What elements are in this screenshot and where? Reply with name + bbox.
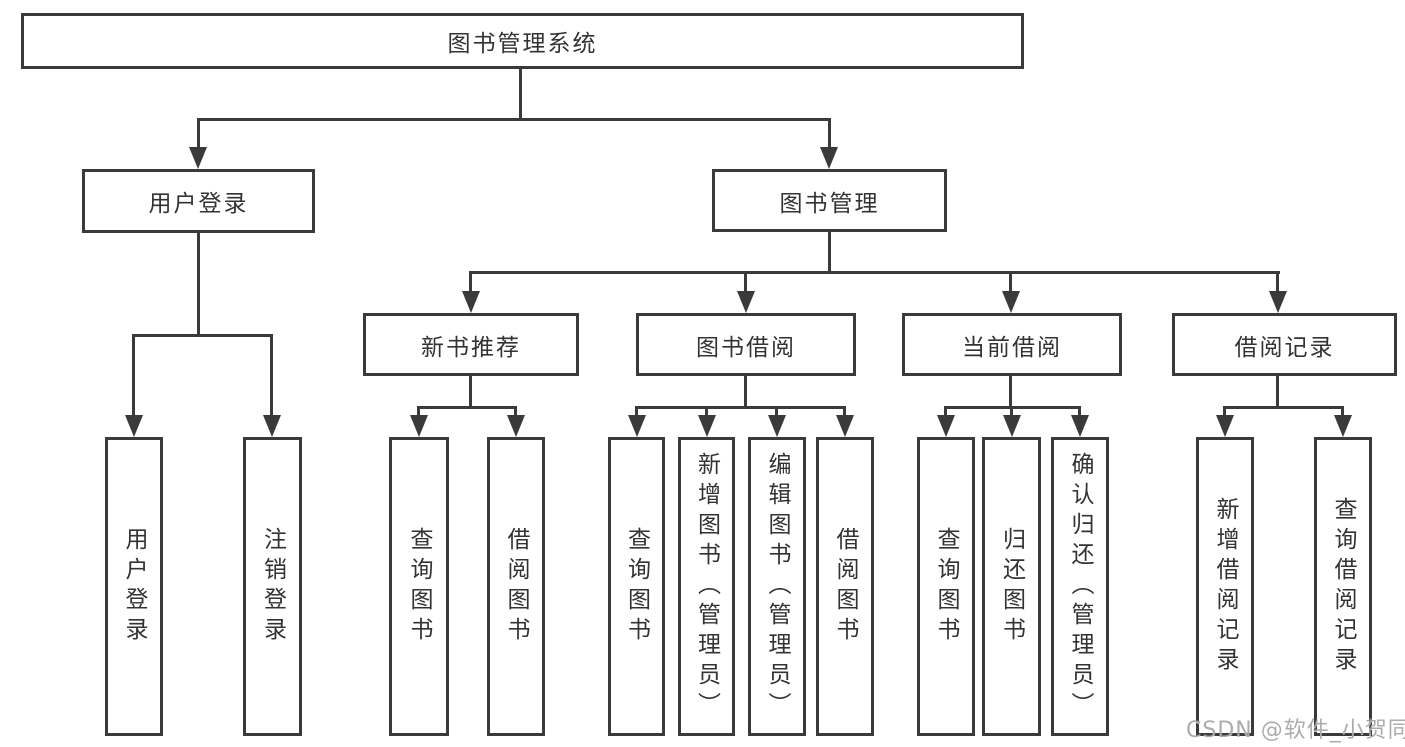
arrow-down-icon — [1269, 291, 1287, 313]
node-root-label: 图书管理系统 — [447, 31, 598, 57]
arrow-down-icon — [937, 415, 955, 437]
connector-line — [828, 231, 831, 274]
leaf-return-book: 归还图书 — [982, 437, 1041, 736]
node-book-management: 图书管理 — [712, 169, 947, 232]
leaf-label: 用户登录 — [121, 526, 147, 647]
arrow-down-icon — [836, 415, 854, 437]
node-new-book-recommend: 新书推荐 — [363, 313, 579, 376]
connector-line — [635, 406, 638, 418]
arrow-down-icon — [1002, 291, 1020, 313]
leaf-label: 新增借阅记录 — [1212, 496, 1238, 677]
leaf-label: 归还图书 — [998, 526, 1025, 647]
connector-line — [519, 68, 522, 120]
connector-line — [270, 334, 273, 417]
node-borrow-record-label: 借阅记录 — [1234, 334, 1335, 361]
arrow-down-icon — [1071, 415, 1089, 437]
connector-line — [744, 271, 747, 293]
connector-line — [1341, 406, 1344, 418]
node-book-management-label: 图书管理 — [779, 190, 880, 217]
node-book-borrow: 图书借阅 — [636, 313, 856, 376]
leaf-label: 确认归还（管理员） — [1067, 451, 1093, 722]
arrow-down-icon — [628, 415, 646, 437]
connector-line — [417, 406, 517, 409]
connector-line — [469, 271, 472, 293]
connector-line — [514, 406, 517, 418]
connector-line — [197, 118, 831, 121]
arrow-down-icon — [1334, 415, 1352, 437]
connector-line — [744, 375, 747, 409]
connector-line — [1223, 406, 1344, 409]
leaf-label: 借阅图书 — [832, 526, 858, 647]
leaf-label: 借阅图书 — [503, 526, 529, 647]
leaf-query-book-recommend: 查询图书 — [389, 437, 449, 736]
leaf-add-borrow-record: 新增借阅记录 — [1196, 437, 1254, 736]
csdn-watermark: CSDN @软件_小贺同学 — [1186, 718, 1405, 743]
node-root-system: 图书管理系统 — [21, 13, 1024, 69]
node-user-login: 用户登录 — [82, 169, 315, 233]
arrow-down-icon — [125, 415, 143, 437]
connector-line — [843, 406, 846, 418]
connector-line — [828, 118, 831, 149]
leaf-label: 新增图书（管理员） — [693, 451, 720, 722]
connector-line — [1078, 406, 1081, 418]
node-user-login-label: 用户登录 — [148, 191, 249, 217]
arrow-down-icon — [768, 415, 786, 437]
connector-line — [944, 406, 947, 418]
leaf-confirm-return-admin: 确认归还（管理员） — [1051, 437, 1109, 736]
leaf-label: 查询借阅记录 — [1330, 496, 1356, 677]
leaf-user-login: 用户登录 — [105, 437, 163, 736]
connector-line — [469, 271, 1280, 274]
connector-line — [1276, 375, 1279, 409]
connector-line — [417, 406, 420, 418]
connector-line — [1010, 406, 1013, 418]
connector-line — [469, 375, 472, 409]
leaf-logout: 注销登录 — [243, 437, 302, 736]
arrow-down-icon — [1216, 415, 1234, 437]
arrow-down-icon — [189, 147, 207, 169]
connector-line — [775, 406, 778, 418]
connector-line — [1276, 271, 1279, 293]
arrow-down-icon — [507, 415, 525, 437]
leaf-borrow-book: 借阅图书 — [816, 437, 874, 736]
node-current-borrow: 当前借阅 — [902, 313, 1122, 376]
arrow-down-icon — [737, 291, 755, 313]
connector-line — [1009, 375, 1012, 409]
arrow-down-icon — [820, 147, 838, 169]
node-current-borrow-label: 当前借阅 — [962, 334, 1062, 361]
node-borrow-record: 借阅记录 — [1172, 313, 1397, 376]
connector-line — [1009, 271, 1012, 293]
connector-line — [1223, 406, 1226, 418]
connector-line — [197, 118, 200, 149]
leaf-query-borrow-record: 查询借阅记录 — [1314, 437, 1372, 736]
leaf-query-current-borrow: 查询图书 — [917, 437, 975, 736]
leaf-query-book-borrow: 查询图书 — [608, 437, 665, 736]
leaf-label: 编辑图书（管理员） — [764, 451, 790, 722]
leaf-label: 查询图书 — [933, 526, 959, 647]
leaf-label: 注销登录 — [259, 526, 286, 647]
arrow-down-icon — [410, 415, 428, 437]
arrow-down-icon — [1003, 415, 1021, 437]
connector-line — [635, 406, 846, 409]
connector-line — [197, 232, 200, 336]
node-new-book-recommend-label: 新书推荐 — [421, 334, 521, 361]
leaf-borrow-book-recommend: 借阅图书 — [487, 437, 545, 736]
leaf-add-book-admin: 新增图书（管理员） — [678, 437, 735, 736]
node-book-borrow-label: 图书借阅 — [696, 334, 796, 361]
arrow-down-icon — [462, 291, 480, 313]
connector-line — [705, 406, 708, 418]
connector-line — [132, 334, 273, 337]
leaf-edit-book-admin: 编辑图书（管理员） — [748, 437, 806, 736]
arrow-down-icon — [263, 415, 281, 437]
leaf-label: 查询图书 — [623, 526, 650, 647]
connector-line — [132, 334, 135, 417]
arrow-down-icon — [698, 415, 716, 437]
leaf-label: 查询图书 — [406, 526, 432, 647]
